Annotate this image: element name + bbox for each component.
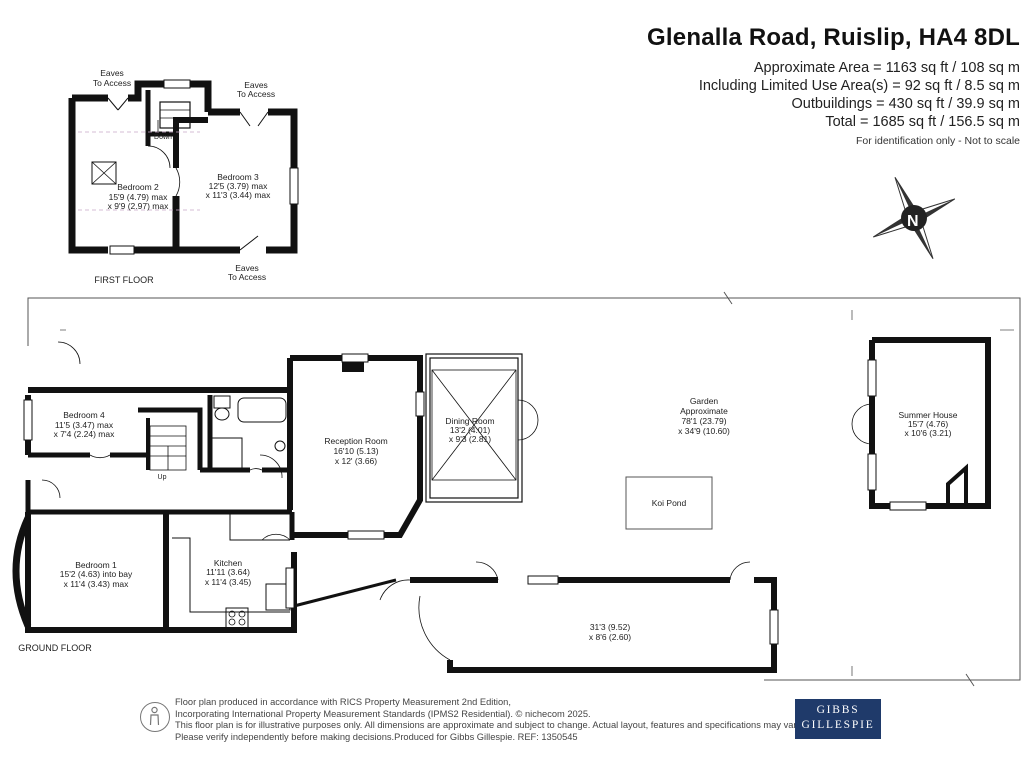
first-floor-label: FIRST FLOOR [94,275,154,285]
gibbs-gillespie-logo: GIBBS GILLESPIE [795,699,881,739]
bedroom4-dim1: 11'5 (3.47) max [55,420,114,430]
koi-pond-label: Koi Pond [652,498,687,508]
bedroom1-name: Bedroom 1 [75,560,117,570]
total-area: Total = 1685 sq ft / 156.5 sq m [825,114,1020,130]
dining-room [425,353,539,503]
summer-house-dim1: 15'7 (4.76) [908,419,949,429]
eaves-label-1b: To Access [93,78,131,88]
bedroom2-dim2: x 9'9 (2.97) max [108,201,169,211]
compass-letter: N [907,213,919,230]
person-icon [140,702,170,732]
footer-line-2: Incorporating International Property Mea… [175,708,591,719]
eaves-label-3a: Eaves [235,263,259,273]
down-label: Down [154,134,172,141]
ground-floor [12,341,425,633]
eaves-label-2a: Eaves [244,80,268,90]
outbuilding [379,561,779,673]
logo-line-1: GIBBS [816,704,860,716]
bedroom2-dim1: 15'9 (4.79) max [109,192,169,202]
dining-dim2: x 9'3 (2.81) [449,434,491,444]
approx-area: Approximate Area = 1163 sq ft / 108 sq m [753,60,1020,76]
up-label: Up [158,474,167,481]
reception-name: Reception Room [324,436,387,446]
kitchen-name: Kitchen [214,558,243,568]
reception-dim1: 16'10 (5.13) [333,446,378,456]
footer-line-4: Please verify independently before makin… [175,731,578,742]
outbuildings-area: Outbuildings = 430 sq ft / 39.9 sq m [791,96,1020,112]
dining-dim1: 13'2 (4.01) [450,425,491,435]
garden-dim1: 78'1 (23.79) [681,416,726,426]
limited-use-area: Including Limited Use Area(s) = 92 sq ft… [698,78,1020,94]
footer-line-1: Floor plan produced in accordance with R… [175,697,511,707]
eaves-label-3b: To Access [228,272,266,282]
logo-line-2: GILLESPIE [801,719,875,731]
bedroom2-name: Bedroom 2 [117,182,159,192]
koi-pond [625,476,713,530]
garden-boundary [27,291,1021,687]
garden-name: Garden [690,396,719,406]
identification-note: For identification only - Not to scale [856,135,1020,147]
eaves-label-1a: Eaves [100,68,124,78]
bedroom1-dim2: x 11'4 (3.43) max [64,579,130,589]
eaves-label-2b: To Access [237,89,275,99]
compass-icon [872,176,956,260]
outbuilding-dim1: 31'3 (9.52) [590,622,631,632]
reception-dim2: x 12' (3.66) [335,456,377,466]
garden-approx: Approximate [680,406,728,416]
bedroom3-dim2: x 11'3 (3.44) max [206,190,272,200]
footer-line-3: This floor plan is for illustrative purp… [175,720,804,731]
summer-house-dim2: x 10'6 (3.21) [905,428,952,438]
bedroom3-name: Bedroom 3 [217,172,259,182]
bedroom3-dim1: 12'5 (3.79) max [209,181,269,191]
summer-house-name: Summer House [898,410,957,420]
bedroom4-dim2: x 7'4 (2.24) max [54,429,115,439]
first-floor [68,79,299,255]
kitchen-dim2: x 11'4 (3.45) [205,577,252,587]
property-title: Glenalla Road, Ruislip, HA4 8DL [647,24,1020,51]
kitchen-dim1: 11'11 (3.64) [206,567,250,577]
footer-disclaimer: Floor plan produced in accordance with R… [175,697,803,743]
outbuilding-dim2: x 8'6 (2.60) [589,632,631,642]
bedroom1-dim1: 15'2 (4.63) into bay [60,569,133,579]
garden-dim2: x 34'9 (10.60) [678,426,730,436]
dining-name: Dining Room [445,416,494,426]
ground-floor-label: GROUND FLOOR [18,643,92,653]
bedroom4-name: Bedroom 4 [63,410,105,420]
summer-house [851,337,991,511]
